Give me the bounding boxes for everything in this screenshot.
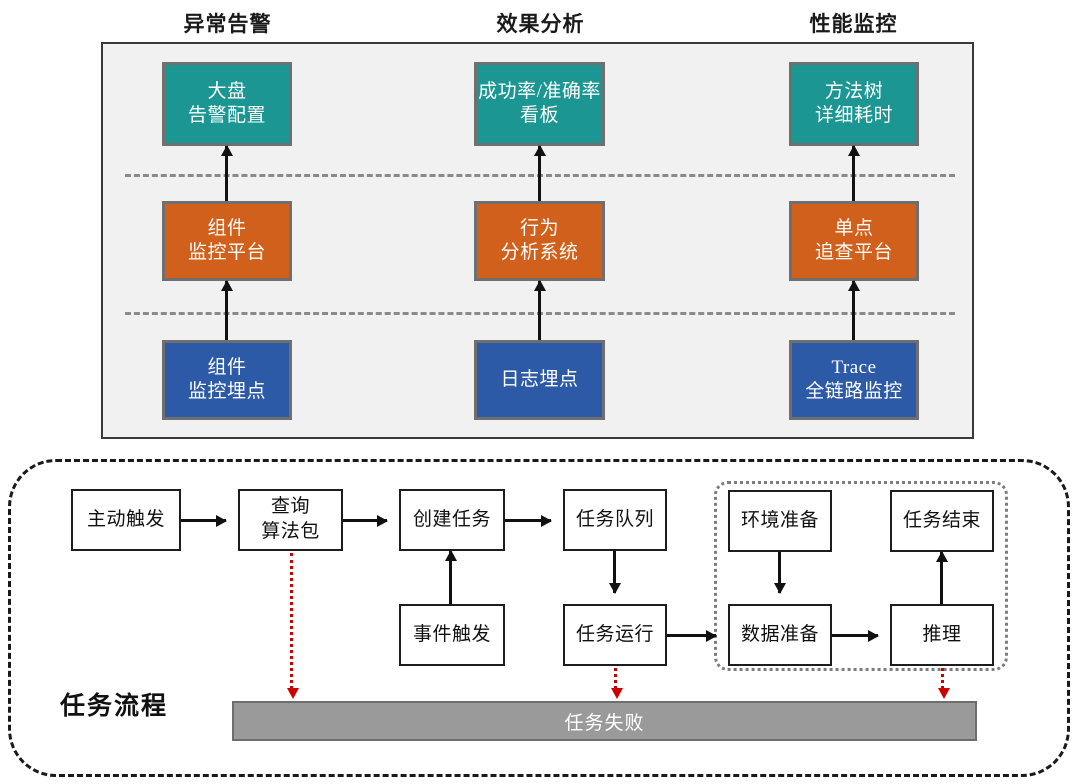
arrow-platform-to-application-1 (225, 146, 228, 201)
fail-arrow-from-query-algo-package (287, 553, 299, 699)
task-failure-bar: 任务失败 (232, 701, 977, 741)
node-success-accuracy-board[interactable]: 成功率/准确率 看板 (474, 62, 605, 146)
fail-arrow-from-inference (938, 668, 950, 699)
arrow-collection-to-platform-3 (852, 281, 855, 340)
node-component-monitor-platform[interactable]: 组件 监控平台 (162, 201, 292, 281)
flow-node-task-run[interactable]: 任务运行 (563, 604, 667, 666)
arrow-data-prepare-to-inference (832, 634, 878, 637)
node-trace-full-link-monitor[interactable]: Trace 全链路监控 (789, 340, 919, 420)
flow-node-env-prepare[interactable]: 环境准备 (728, 490, 832, 552)
node-method-tree-latency[interactable]: 方法树 详细耗时 (789, 62, 919, 146)
node-behavior-analysis-system[interactable]: 行为 分析系统 (474, 201, 605, 281)
flow-node-task-end[interactable]: 任务结束 (890, 490, 994, 552)
flow-node-task-queue[interactable]: 任务队列 (563, 489, 667, 551)
arrow-collection-to-platform-1 (225, 281, 228, 340)
flow-node-data-prepare[interactable]: 数据准备 (728, 604, 832, 666)
arrow-platform-to-application-2 (538, 146, 541, 201)
flow-node-event-trigger[interactable]: 事件触发 (399, 604, 505, 666)
inference-subgroup-boundary (714, 481, 1008, 671)
node-component-monitor-point[interactable]: 组件 监控埋点 (162, 340, 292, 420)
arrow-env-prepare-to-data-prepare (778, 552, 781, 593)
arrow-platform-to-application-3 (852, 146, 855, 201)
column-title-anomaly-alert: 异常告警 (183, 12, 272, 36)
arrow-event-trigger-to-create-task (449, 551, 452, 604)
arrow-active-trigger-to-query (181, 519, 226, 522)
arrow-queue-to-task-run (613, 551, 616, 593)
arrow-task-run-to-data-prepare (667, 634, 716, 637)
flow-node-active-trigger[interactable]: 主动触发 (71, 489, 181, 551)
fail-arrow-from-task-run (611, 668, 623, 699)
flow-node-create-task[interactable]: 创建任务 (399, 489, 505, 551)
flow-node-query-algo-package[interactable]: 查询 算法包 (238, 489, 343, 551)
task-flow-title: 任务流程 (60, 693, 169, 720)
flow-node-inference[interactable]: 推理 (890, 604, 994, 666)
column-title-effect-analysis: 效果分析 (496, 12, 585, 36)
node-log-point[interactable]: 日志埋点 (474, 340, 605, 420)
arrow-inference-to-task-end (940, 552, 943, 604)
arrow-collection-to-platform-2 (538, 281, 541, 340)
task-flow-boundary (8, 459, 1070, 777)
node-dashboard-alert-config[interactable]: 大盘 告警配置 (162, 62, 292, 146)
column-title-performance-monitor: 性能监控 (809, 12, 898, 36)
arrow-query-to-create-task (343, 519, 387, 522)
node-single-point-trace-platform[interactable]: 单点 追查平台 (789, 201, 919, 281)
arrow-create-task-to-queue (505, 519, 551, 522)
